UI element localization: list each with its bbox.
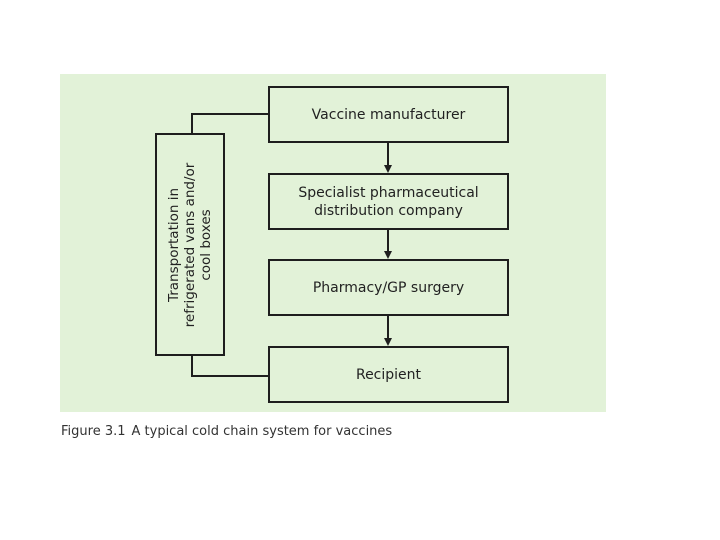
figure-number: Figure 3.1	[61, 424, 126, 439]
distribution-company-label-line-2: distribution company	[314, 202, 463, 219]
pharmacy-gp-surgery-box: Pharmacy/GP surgery	[268, 259, 509, 316]
transportation-label: Transportation in refrigerated vans and/…	[166, 137, 214, 352]
recipient-label: Recipient	[355, 366, 422, 383]
figure-caption: Figure 3.1 A typical cold chain system fo…	[61, 424, 392, 439]
connector-transport-to-recipient	[191, 356, 268, 377]
connector-manufacturer-to-transport	[191, 113, 268, 133]
transportation-box: Transportation in refrigerated vans and/…	[155, 133, 225, 356]
recipient-box: Recipient	[268, 346, 509, 403]
transportation-label-line-1: Transportation in	[166, 187, 182, 302]
figure-caption-text: A typical cold chain system for vaccines	[131, 424, 393, 439]
transportation-label-line-3: cool boxes	[198, 208, 214, 281]
pharmacy-gp-surgery-label: Pharmacy/GP surgery	[312, 279, 465, 296]
transportation-label-line-2: refrigerated vans and/or	[182, 162, 198, 327]
vaccine-manufacturer-box: Vaccine manufacturer	[268, 86, 509, 143]
distribution-company-box: Specialist pharmaceutical distribution c…	[268, 173, 509, 230]
distribution-company-label-line-1: Specialist pharmaceutical	[298, 184, 479, 201]
vaccine-manufacturer-label: Vaccine manufacturer	[311, 106, 466, 123]
